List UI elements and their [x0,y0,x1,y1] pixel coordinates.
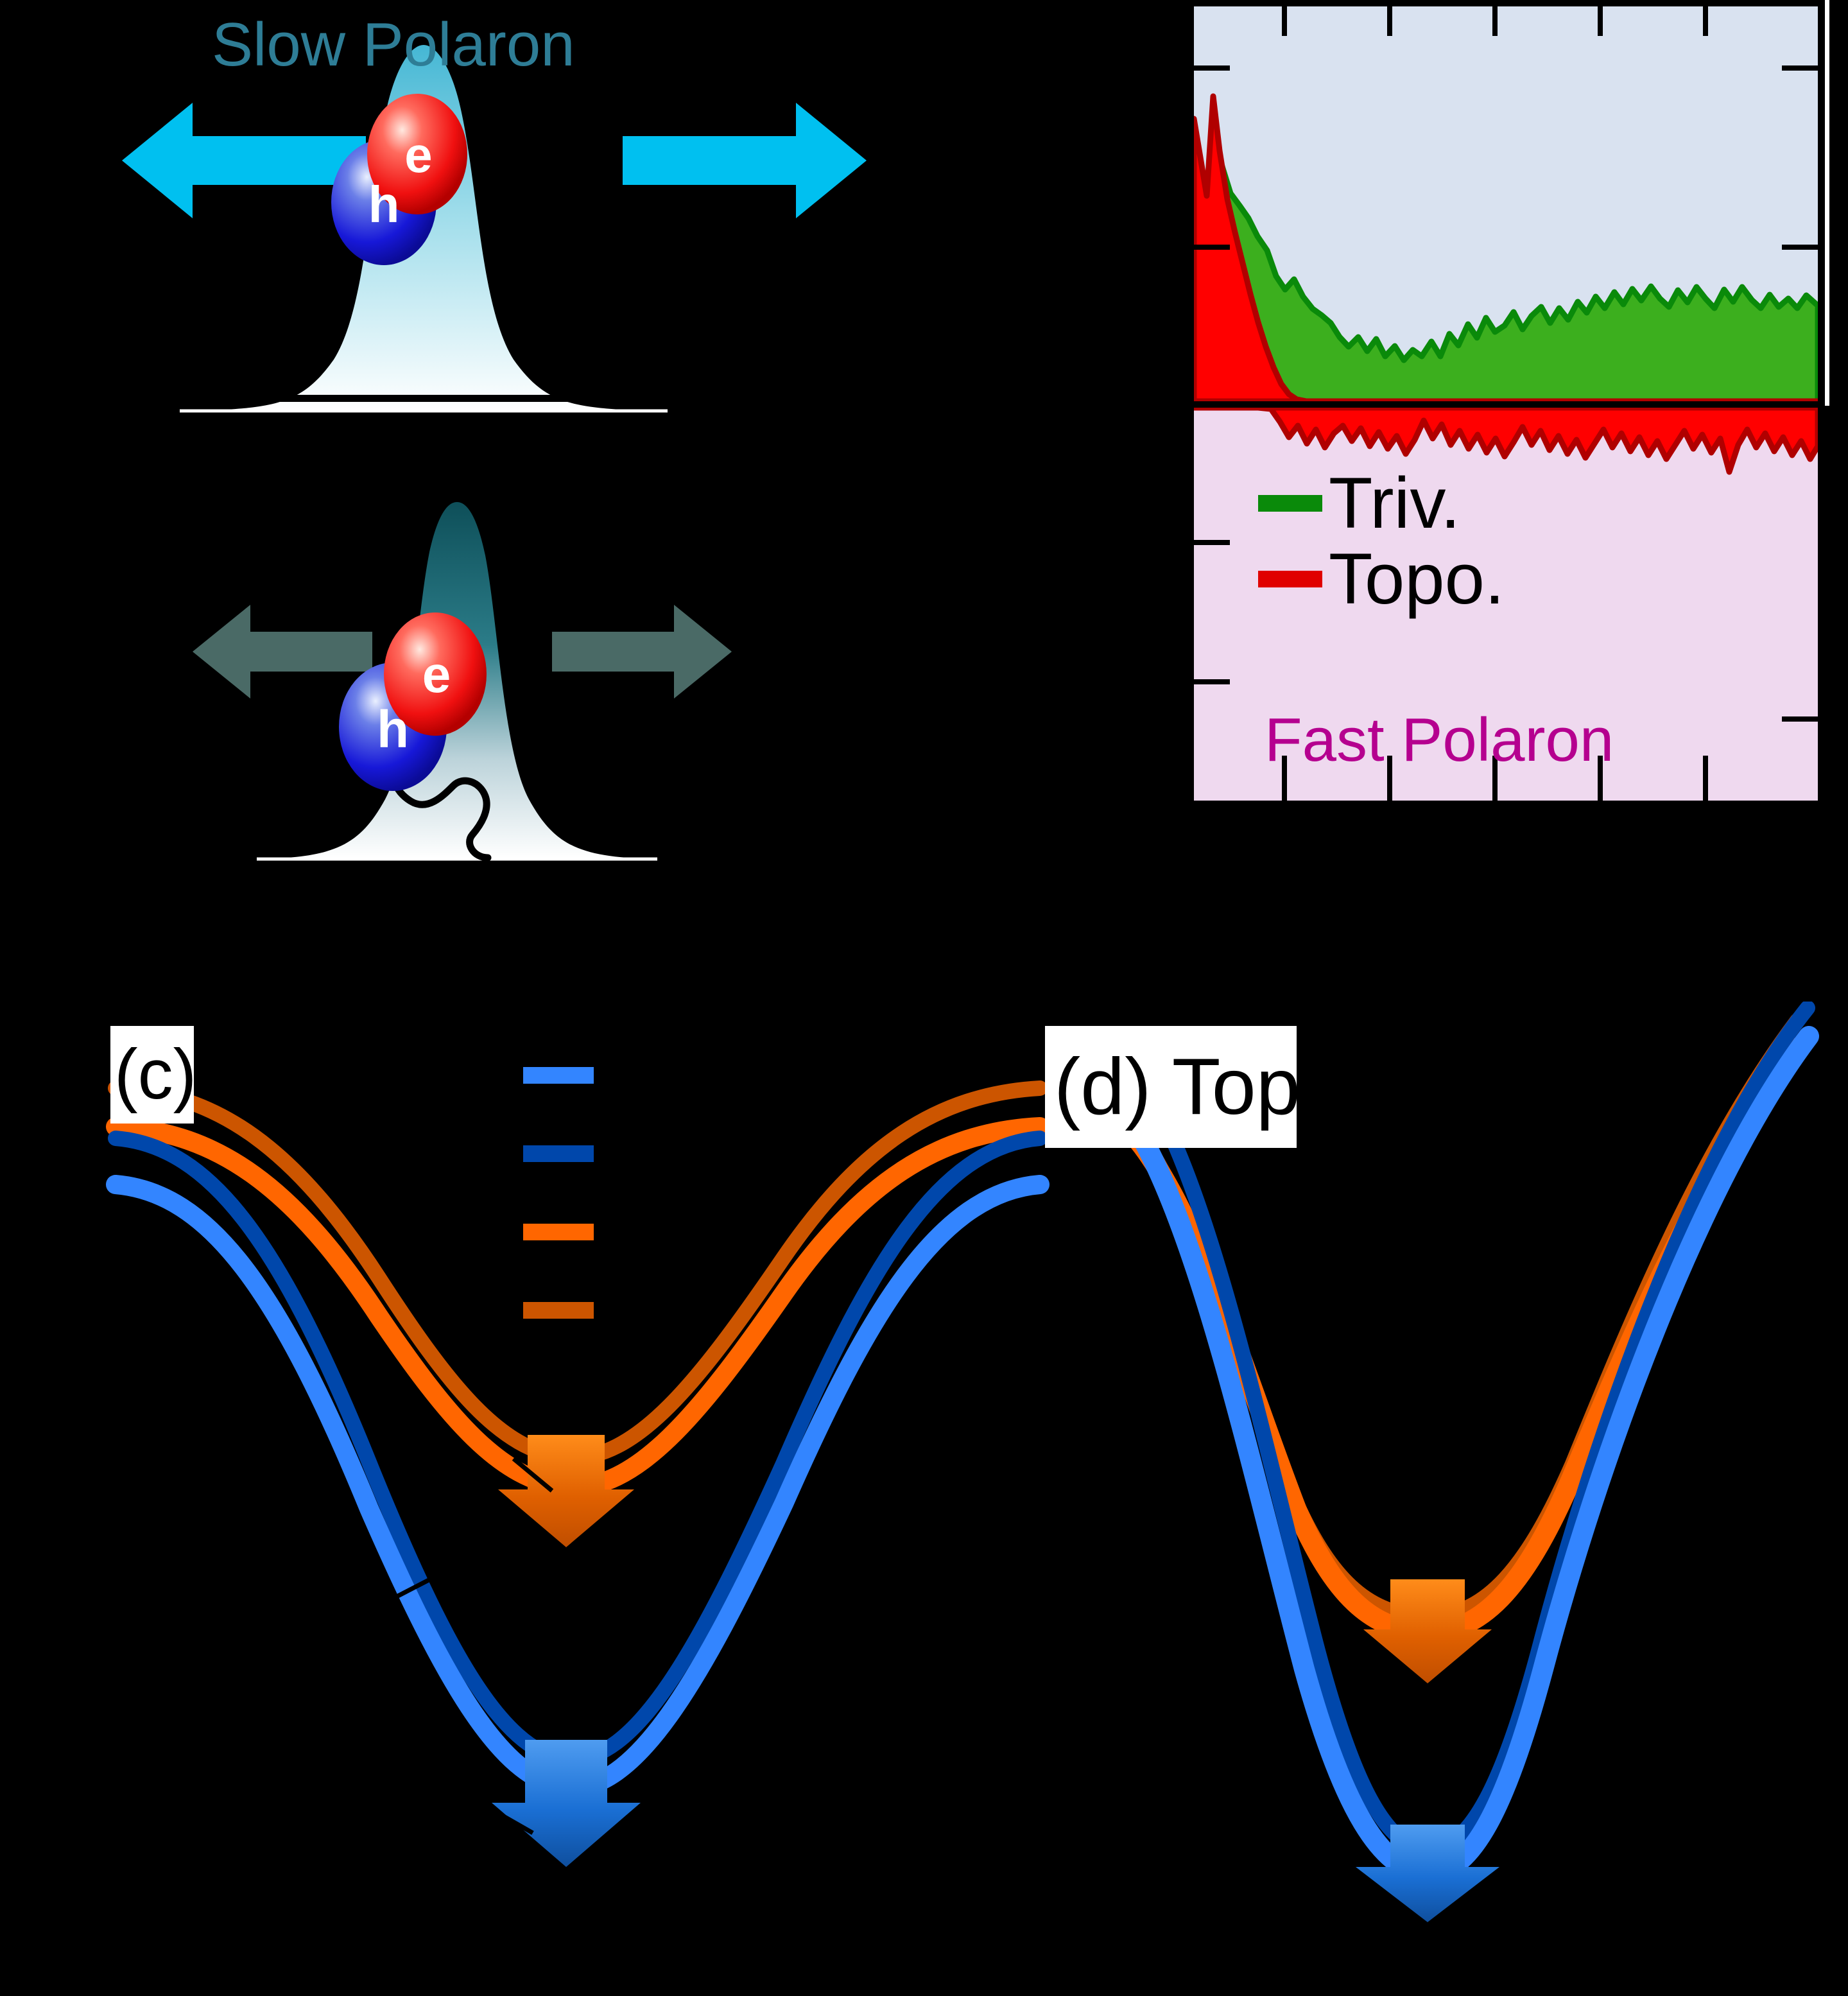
panel-b-fast-plot [1194,408,1818,475]
panel-c-tag-box: (c) [110,1026,194,1124]
slow-polaron-svg: h e [122,45,867,413]
panel-c-legend-swatch-dark-blue [523,1145,594,1162]
panel-b-divider [0,395,638,402]
panel-c-legend-item-1[interactable] [523,1067,594,1145]
panel-c-legend-item-3[interactable] [523,1224,594,1302]
arrow-left-fast [193,605,372,699]
panel-d-band-structure [1027,1002,1848,1926]
panel-b-legend: Triv. Topo. [1258,465,1505,617]
panel-c-legend-swatch-bright-blue [523,1067,594,1084]
legend-label-topo: Topo. [1329,539,1505,619]
panel-d-tag: (d) Topo [1054,1043,1297,1131]
legend-item-triv[interactable]: Triv. [1258,465,1505,541]
series-topo-area-slow [1194,93,1818,401]
panel-c-band-structure [103,1002,1110,1926]
panel-b-slow-plot [1194,93,1818,401]
legend-swatch-triv [1258,495,1322,512]
orange-shift-arrow [498,1435,634,1547]
panel-a-fast-illustration: h e [0,462,1181,912]
blue-shift-arrow [1356,1825,1499,1922]
hole-label-slow: h [368,176,400,233]
panel-d-tag-box: (d) Topo [1045,1026,1297,1148]
panel-b-right-guide-line [1825,0,1829,406]
panel-b-slow-label: Slow Polaron [212,10,575,79]
notch-blue-lower [487,1805,534,1835]
panel-a-slow-illustration: h e [0,0,1181,488]
panel-b-tag: (b) [76,10,151,79]
orange-shift-arrow [1363,1579,1492,1683]
notch-orange [512,1457,554,1493]
electron-label-fast: e [422,646,451,703]
electron-label-slow: e [404,126,432,183]
panel-b-fast-subpanel [1194,408,1818,801]
arrow-right-slow [623,103,867,218]
panel-c-legend-swatch-bright-orange [523,1224,594,1240]
panel-c-legend [523,1067,594,1380]
fast-polaron-svg: h e [193,502,732,862]
blue-shift-arrow [492,1740,641,1867]
panel-b-slow-subpanel [1194,6,1818,401]
panel-c-legend-item-4[interactable] [523,1302,594,1380]
panel-c-svg [106,1080,1049,1867]
electron-sphere-fast [384,612,487,736]
band-gap-notches [392,1457,554,1835]
legend-label-triv: Triv. [1329,463,1461,543]
panel-b-histogram [1194,6,1818,801]
panel-d-svg [1116,1002,1819,1922]
hole-label-fast: h [377,700,409,759]
electron-sphere-slow [367,94,467,214]
legend-swatch-topo [1258,571,1322,587]
notch-blue-upper [392,1577,431,1601]
arrow-right-fast [552,605,732,699]
panel-c-tag: (c) [114,1035,194,1114]
legend-item-topo[interactable]: Topo. [1258,541,1505,617]
arrow-left-slow [122,103,366,218]
series-topo-area-fast [1194,408,1818,475]
panel-c-legend-item-2[interactable] [523,1145,594,1224]
panel-b-fast-label: Fast Polaron [1265,706,1614,774]
panel-c-legend-swatch-dark-orange [523,1302,594,1319]
series-triv-area-slow [1194,130,1818,401]
